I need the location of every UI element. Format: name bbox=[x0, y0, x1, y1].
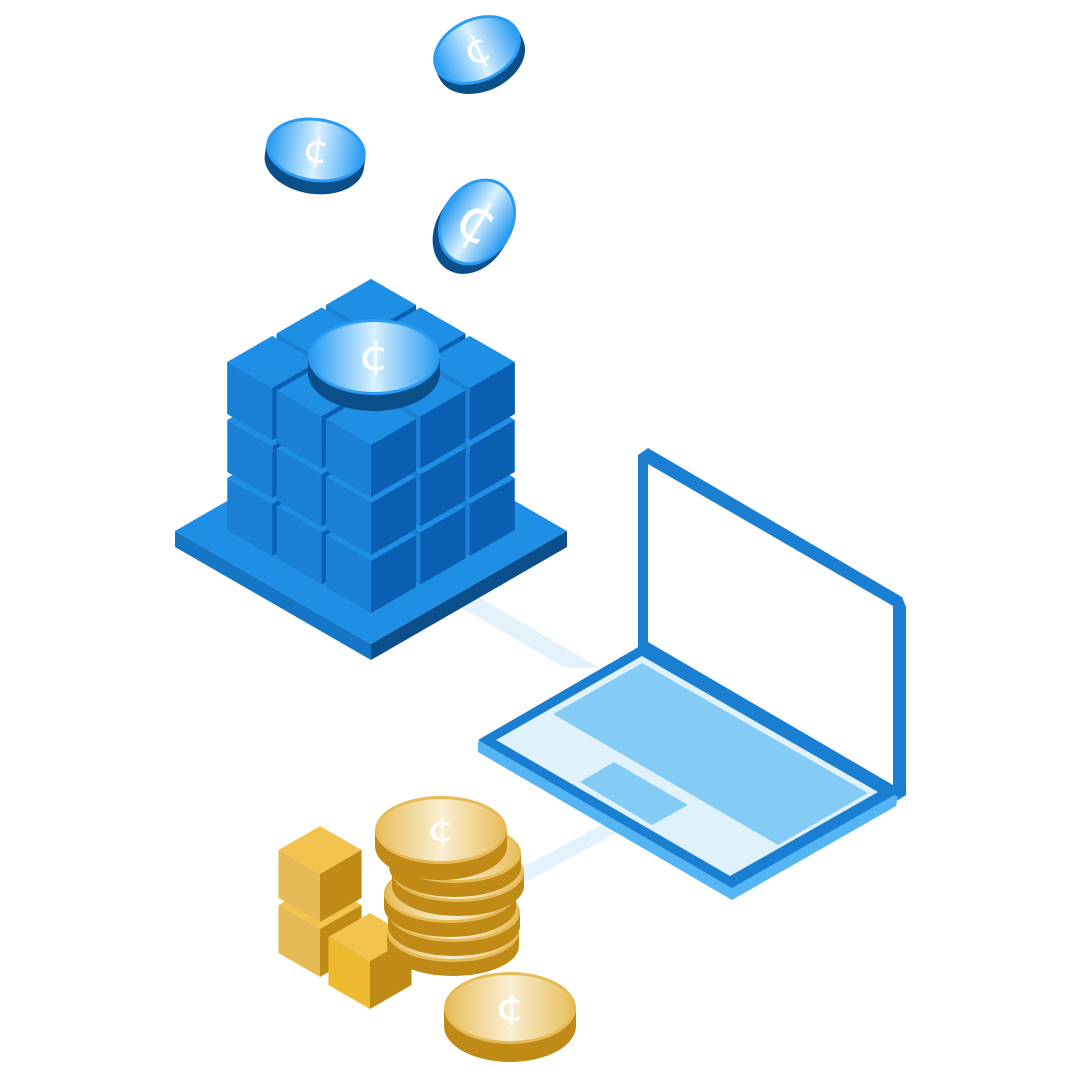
laptop-lid-inner bbox=[648, 464, 893, 785]
coin-symbol-glyph: ¢ bbox=[427, 810, 455, 850]
laptop bbox=[478, 448, 906, 900]
coin-symbol-glyph: ¢ bbox=[358, 332, 389, 380]
block-base-left bbox=[175, 531, 371, 660]
coin-symbol-glyph: ¢ bbox=[495, 986, 525, 1029]
laptop-keyboard bbox=[553, 663, 868, 845]
block-base-right bbox=[371, 531, 567, 660]
gold-cube bbox=[278, 826, 362, 922]
blue-coin: ¢ bbox=[432, 178, 517, 274]
blue-coin-on-block: ¢ bbox=[308, 319, 440, 411]
gold-coin-top: ¢ bbox=[375, 796, 507, 880]
blue-coin: ¢ bbox=[264, 117, 366, 195]
gold-coin: ¢ bbox=[444, 972, 576, 1062]
blue-coins: ¢ ¢ ¢ ¢ bbox=[264, 15, 526, 411]
gold-cubes bbox=[278, 826, 412, 1009]
coin-symbol-glyph: ¢ bbox=[300, 126, 332, 173]
connector-lines bbox=[440, 595, 640, 880]
blue-coin: ¢ bbox=[433, 15, 526, 94]
gold-coin: ¢ bbox=[444, 972, 576, 1062]
laptop-touchpad bbox=[580, 762, 688, 825]
gold-coin-stack: ¢¢¢¢¢¢ bbox=[375, 796, 524, 976]
